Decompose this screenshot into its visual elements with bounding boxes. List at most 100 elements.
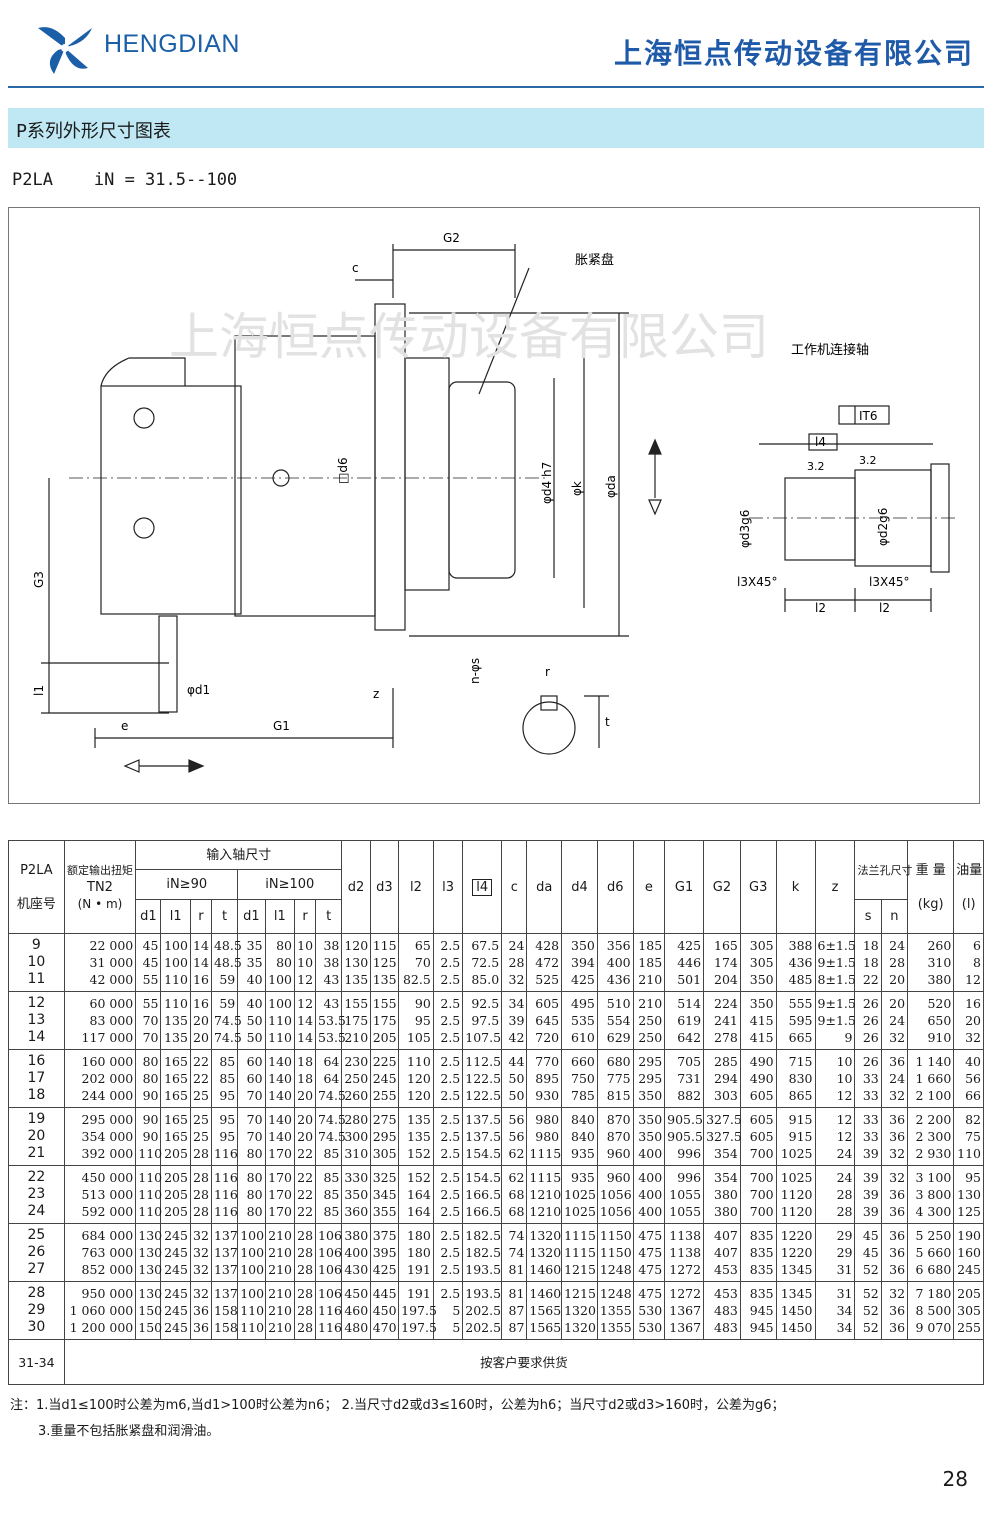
table-cell: 95 — [210, 1107, 239, 1128]
header-i90: iN≥90 — [135, 869, 239, 900]
table-cell: 36 — [880, 1203, 909, 1224]
table-cell: 110 — [237, 1302, 266, 1319]
table-cell: 501 — [664, 971, 705, 992]
table-cell: 45 — [854, 1223, 882, 1244]
model-cell: 30 — [8, 1319, 65, 1340]
table-cell: 530 — [632, 1319, 666, 1340]
table-cell: 1460 — [526, 1281, 563, 1302]
table-cell: 400 — [632, 1203, 666, 1224]
table-cell: 74.5 — [315, 1107, 346, 1128]
table-cell: 510 — [596, 991, 634, 1012]
table-cell: 36 — [880, 1223, 909, 1244]
table-cell: 80 — [135, 1049, 162, 1070]
table-cell: 241 — [703, 1012, 741, 1029]
table-cell: 20 — [953, 1012, 984, 1029]
table-cell: 182.5 — [462, 1244, 503, 1261]
table-cell: 305 — [739, 933, 777, 954]
table-cell: 9 070 — [907, 1319, 955, 1340]
table-cell: 592 000 — [63, 1203, 137, 1224]
table-cell: 480 — [341, 1319, 371, 1340]
model-cell: 29 — [8, 1302, 65, 1319]
table-cell: 116 — [210, 1165, 239, 1186]
table-cell: 210 — [264, 1244, 296, 1261]
table-cell: 3 100 — [907, 1165, 955, 1186]
model-cell: 27 — [8, 1261, 65, 1282]
table-cell: 360 — [341, 1203, 371, 1224]
table-cell: 205 — [369, 1029, 400, 1050]
table-cell: 14 — [294, 1012, 317, 1029]
table-cell: 29 — [814, 1244, 856, 1261]
table-cell: 244 000 — [63, 1087, 137, 1108]
brand-name: HENGDIAN — [104, 30, 240, 58]
table-cell: 520 — [907, 991, 955, 1012]
model-cell: 31-34 — [8, 1339, 65, 1385]
table-cell: 960 — [596, 1165, 634, 1186]
table-cell: 5 250 — [907, 1223, 955, 1244]
model-cell: 25 — [8, 1223, 65, 1244]
table-cell: 55 — [135, 991, 162, 1012]
table-cell: 164 — [398, 1186, 434, 1203]
table-cell: 35 — [237, 954, 266, 971]
table-cell: 436 — [775, 954, 816, 971]
table-cell: 225 — [369, 1049, 400, 1070]
table-cell: 106 — [315, 1223, 343, 1244]
table-cell: 137 — [210, 1261, 239, 1282]
table-cell: 388 — [775, 933, 816, 954]
table-cell: 105 — [398, 1029, 434, 1050]
table-cell: 245 — [160, 1244, 191, 1261]
table-cell: 18 — [854, 954, 882, 971]
table-cell: 470 — [369, 1319, 400, 1340]
table-cell: 154.5 — [462, 1145, 503, 1166]
table-cell: 81 — [501, 1281, 528, 1302]
model-cell: 19 — [8, 1107, 65, 1128]
table-cell: 205 — [160, 1186, 191, 1203]
table-cell: 495 — [561, 991, 598, 1012]
table-cell: 882 — [664, 1087, 705, 1108]
table-cell: 28 — [294, 1302, 317, 1319]
table-cell: 20 — [294, 1107, 317, 1128]
section-banner: P系列外形尺寸图表 — [8, 108, 984, 148]
table-cell: 112.5 — [462, 1049, 503, 1070]
table-cell: 835 — [739, 1261, 777, 1282]
table-cell: 775 — [596, 1070, 634, 1087]
table-cell: 1115 — [526, 1145, 563, 1166]
table-cell: 48.5 — [210, 933, 242, 954]
table-cell: 100 — [237, 1223, 266, 1244]
table-cell: 28 — [189, 1186, 212, 1203]
table-cell: 1025 — [561, 1186, 598, 1203]
header-da: da — [526, 840, 563, 934]
table-cell: 22 — [189, 1049, 212, 1070]
table-cell: 43 — [315, 991, 343, 1012]
table-cell: 53.5 — [315, 1012, 346, 1029]
table-cell: 327.5 — [703, 1128, 742, 1145]
table-cell: 24 — [814, 1145, 856, 1166]
table-cell: 182.5 — [462, 1223, 503, 1244]
table-cell: 945 — [739, 1302, 777, 1319]
table-cell: 28 — [294, 1261, 317, 1282]
table-cell: 20 — [294, 1087, 317, 1108]
table-cell: 2.5 — [432, 1165, 464, 1186]
table-cell: 2.5 — [432, 1244, 464, 1261]
table-cell: 170 — [264, 1203, 296, 1224]
table-cell: 59 — [210, 971, 239, 992]
table-cell: 870 — [596, 1128, 634, 1145]
table-cell: 28 — [189, 1165, 212, 1186]
table-cell: 80 — [237, 1203, 266, 1224]
table-cell: 22 — [294, 1203, 317, 1224]
table-cell: 1320 — [561, 1319, 598, 1340]
header-d4: d4 — [561, 840, 598, 934]
table-cell: 1 060 000 — [63, 1302, 137, 1319]
header-weight: 重 量(kg) — [907, 840, 955, 934]
table-cell: 166.5 — [462, 1203, 503, 1224]
table-cell: 310 — [341, 1145, 371, 1166]
table-cell: 428 — [526, 933, 563, 954]
table-cell: 64 — [315, 1070, 343, 1087]
table-cell: 1 140 — [907, 1049, 955, 1070]
table-cell: 642 — [664, 1029, 705, 1050]
table-cell: 28 — [501, 954, 528, 971]
table-cell: 18 — [294, 1049, 317, 1070]
